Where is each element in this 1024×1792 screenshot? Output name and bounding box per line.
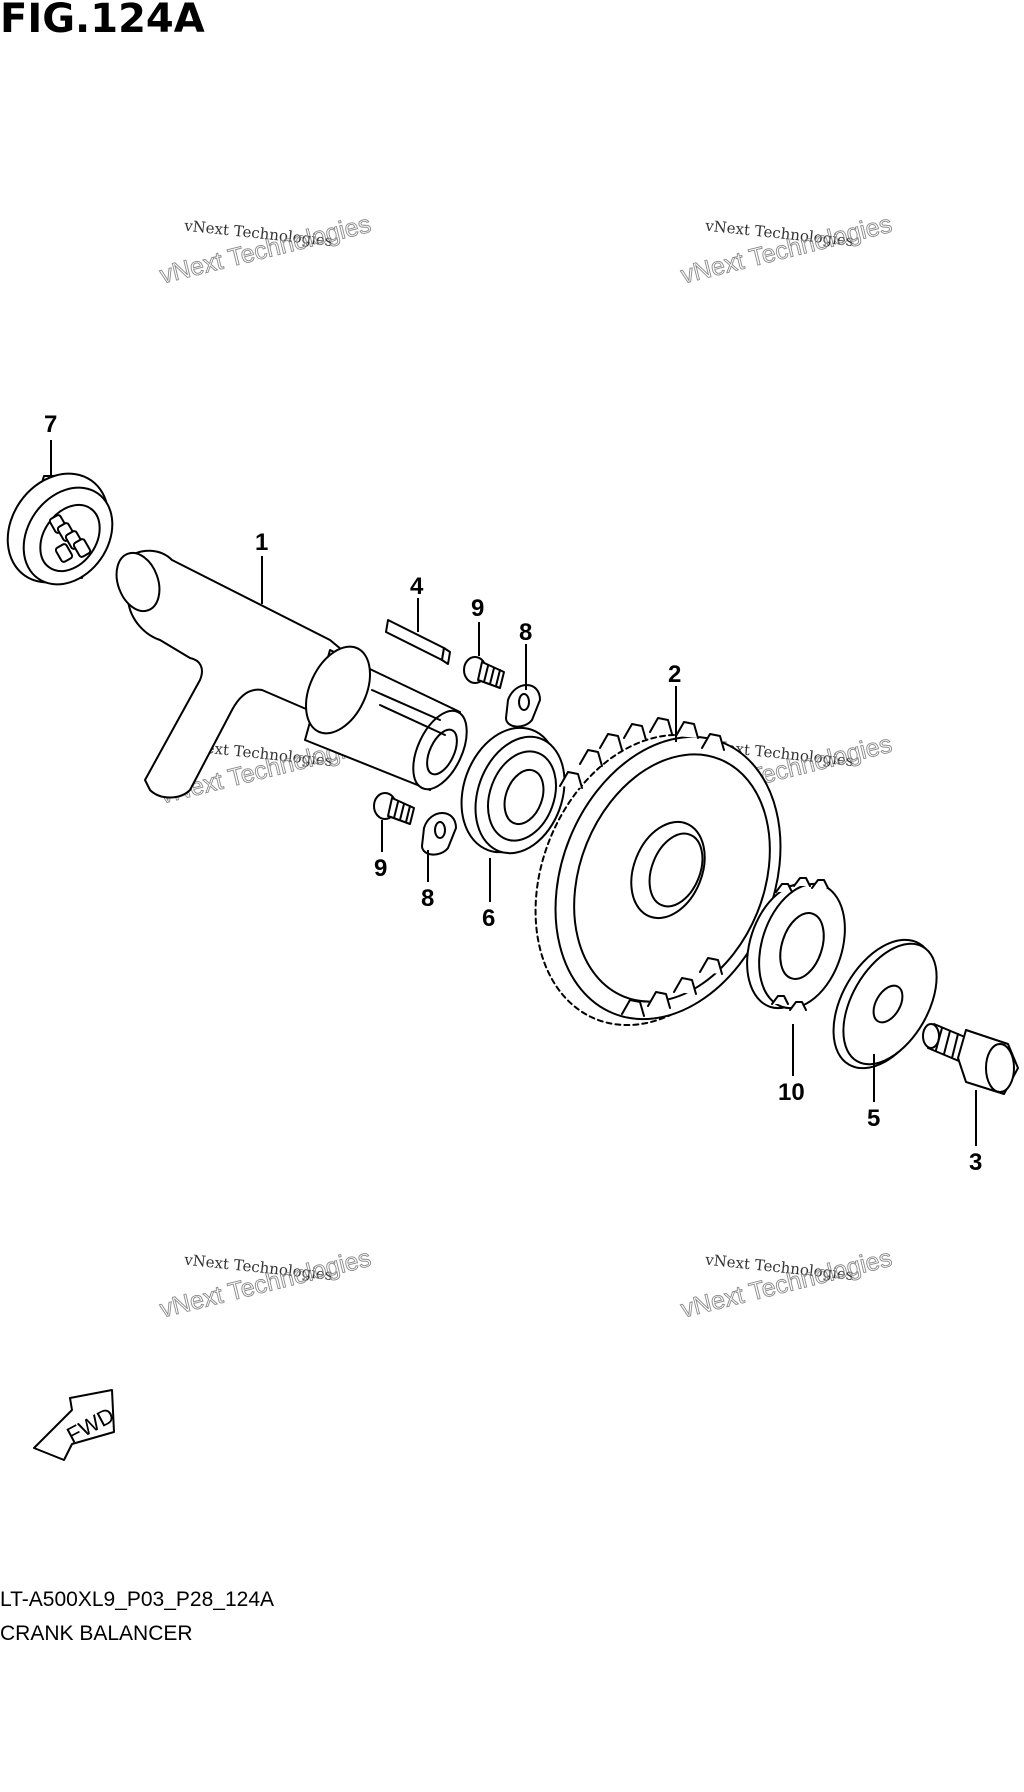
screw-bottom-part: [373, 792, 415, 825]
large-gear-part: [534, 717, 782, 1027]
screw-top-part: [463, 656, 505, 689]
figure-name: CRANK BALANCER: [0, 1622, 193, 1645]
callout-screw-top: 9: [471, 595, 484, 622]
washer-part: [832, 938, 938, 1070]
key-part: [385, 619, 451, 665]
figure-title: FIG.124A: [0, 0, 205, 42]
figure-code: LT-A500XL9_P03_P28_124A: [0, 1588, 274, 1611]
watermark: vNext Technologies vNext Technologies: [678, 210, 896, 290]
callout-needle-bearing: 7: [44, 411, 57, 438]
needle-bearing-part: [6, 472, 114, 586]
leader-lines: [50, 440, 977, 1146]
balancer-shaft-part: [115, 549, 468, 799]
retainer-top-part: [505, 684, 541, 728]
watermark: vNext Technologies vNext Technologies: [157, 210, 375, 290]
watermark: vNext Technologies vNext Technologies: [678, 1244, 896, 1324]
callout-key: 4: [410, 573, 424, 600]
small-gear-part: [746, 877, 846, 1011]
callout-bearing: 6: [482, 905, 495, 932]
ball-bearing-part: [460, 726, 566, 855]
watermark: vNext Technologies vNext Technologies: [157, 1244, 375, 1324]
callout-gear-small: 10: [778, 1079, 805, 1106]
bolt-part: [922, 1023, 1019, 1095]
callout-retainer-bottom: 8: [421, 885, 434, 912]
callout-washer: 5: [867, 1105, 880, 1132]
callout-screw-bottom: 9: [374, 855, 387, 882]
callout-retainer-top: 8: [519, 619, 532, 646]
callout-balancer-shaft: 1: [255, 529, 268, 556]
callout-gear-large: 2: [668, 661, 681, 688]
forward-arrow-icon: FWD: [33, 1389, 118, 1461]
retainer-bottom-part: [421, 812, 457, 856]
callout-bolt: 3: [969, 1149, 982, 1176]
